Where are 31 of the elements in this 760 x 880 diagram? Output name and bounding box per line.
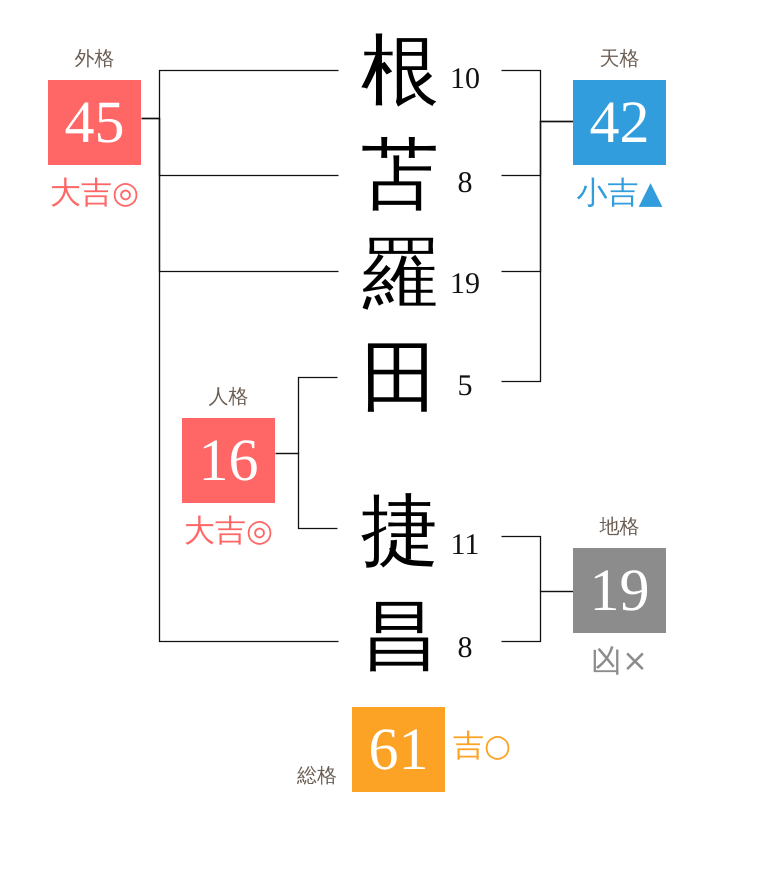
score-tile: 61	[352, 707, 445, 792]
name-character: 苫	[360, 135, 440, 215]
fortune-rating: 吉○	[453, 727, 512, 765]
fortune-rating: 大吉◎	[50, 174, 140, 212]
bracket-line	[142, 118, 338, 642]
fortune-rating: 凶×	[591, 642, 648, 680]
category-heading: 総格	[297, 763, 337, 787]
category-heading: 人格	[208, 384, 248, 408]
stroke-count: 8	[456, 168, 474, 198]
stroke-count: 11	[450, 530, 480, 560]
bracket-line	[276, 452, 338, 530]
category-heading: 外格	[74, 46, 114, 70]
name-character: 羅	[360, 234, 440, 314]
name-character: 田	[360, 338, 440, 418]
category-heading: 地格	[600, 514, 640, 538]
fortune-rating: 小吉▲	[576, 174, 662, 212]
score-tile: 45	[48, 80, 141, 165]
bracket-line	[502, 590, 574, 642]
name-character: 根	[360, 31, 440, 111]
bracket-line	[502, 120, 574, 382]
score-tile: 19	[573, 548, 666, 633]
name-character: 昌	[360, 596, 440, 676]
fortune-rating: 大吉◎	[184, 512, 274, 550]
stroke-count: 10	[449, 64, 481, 94]
category-heading: 天格	[600, 46, 640, 70]
stroke-count: 5	[456, 371, 474, 401]
stroke-count: 19	[449, 269, 481, 299]
stroke-count: 8	[456, 633, 474, 663]
score-tile: 42	[573, 80, 666, 165]
name-character: 捷	[360, 491, 440, 571]
score-tile: 16	[182, 418, 275, 503]
